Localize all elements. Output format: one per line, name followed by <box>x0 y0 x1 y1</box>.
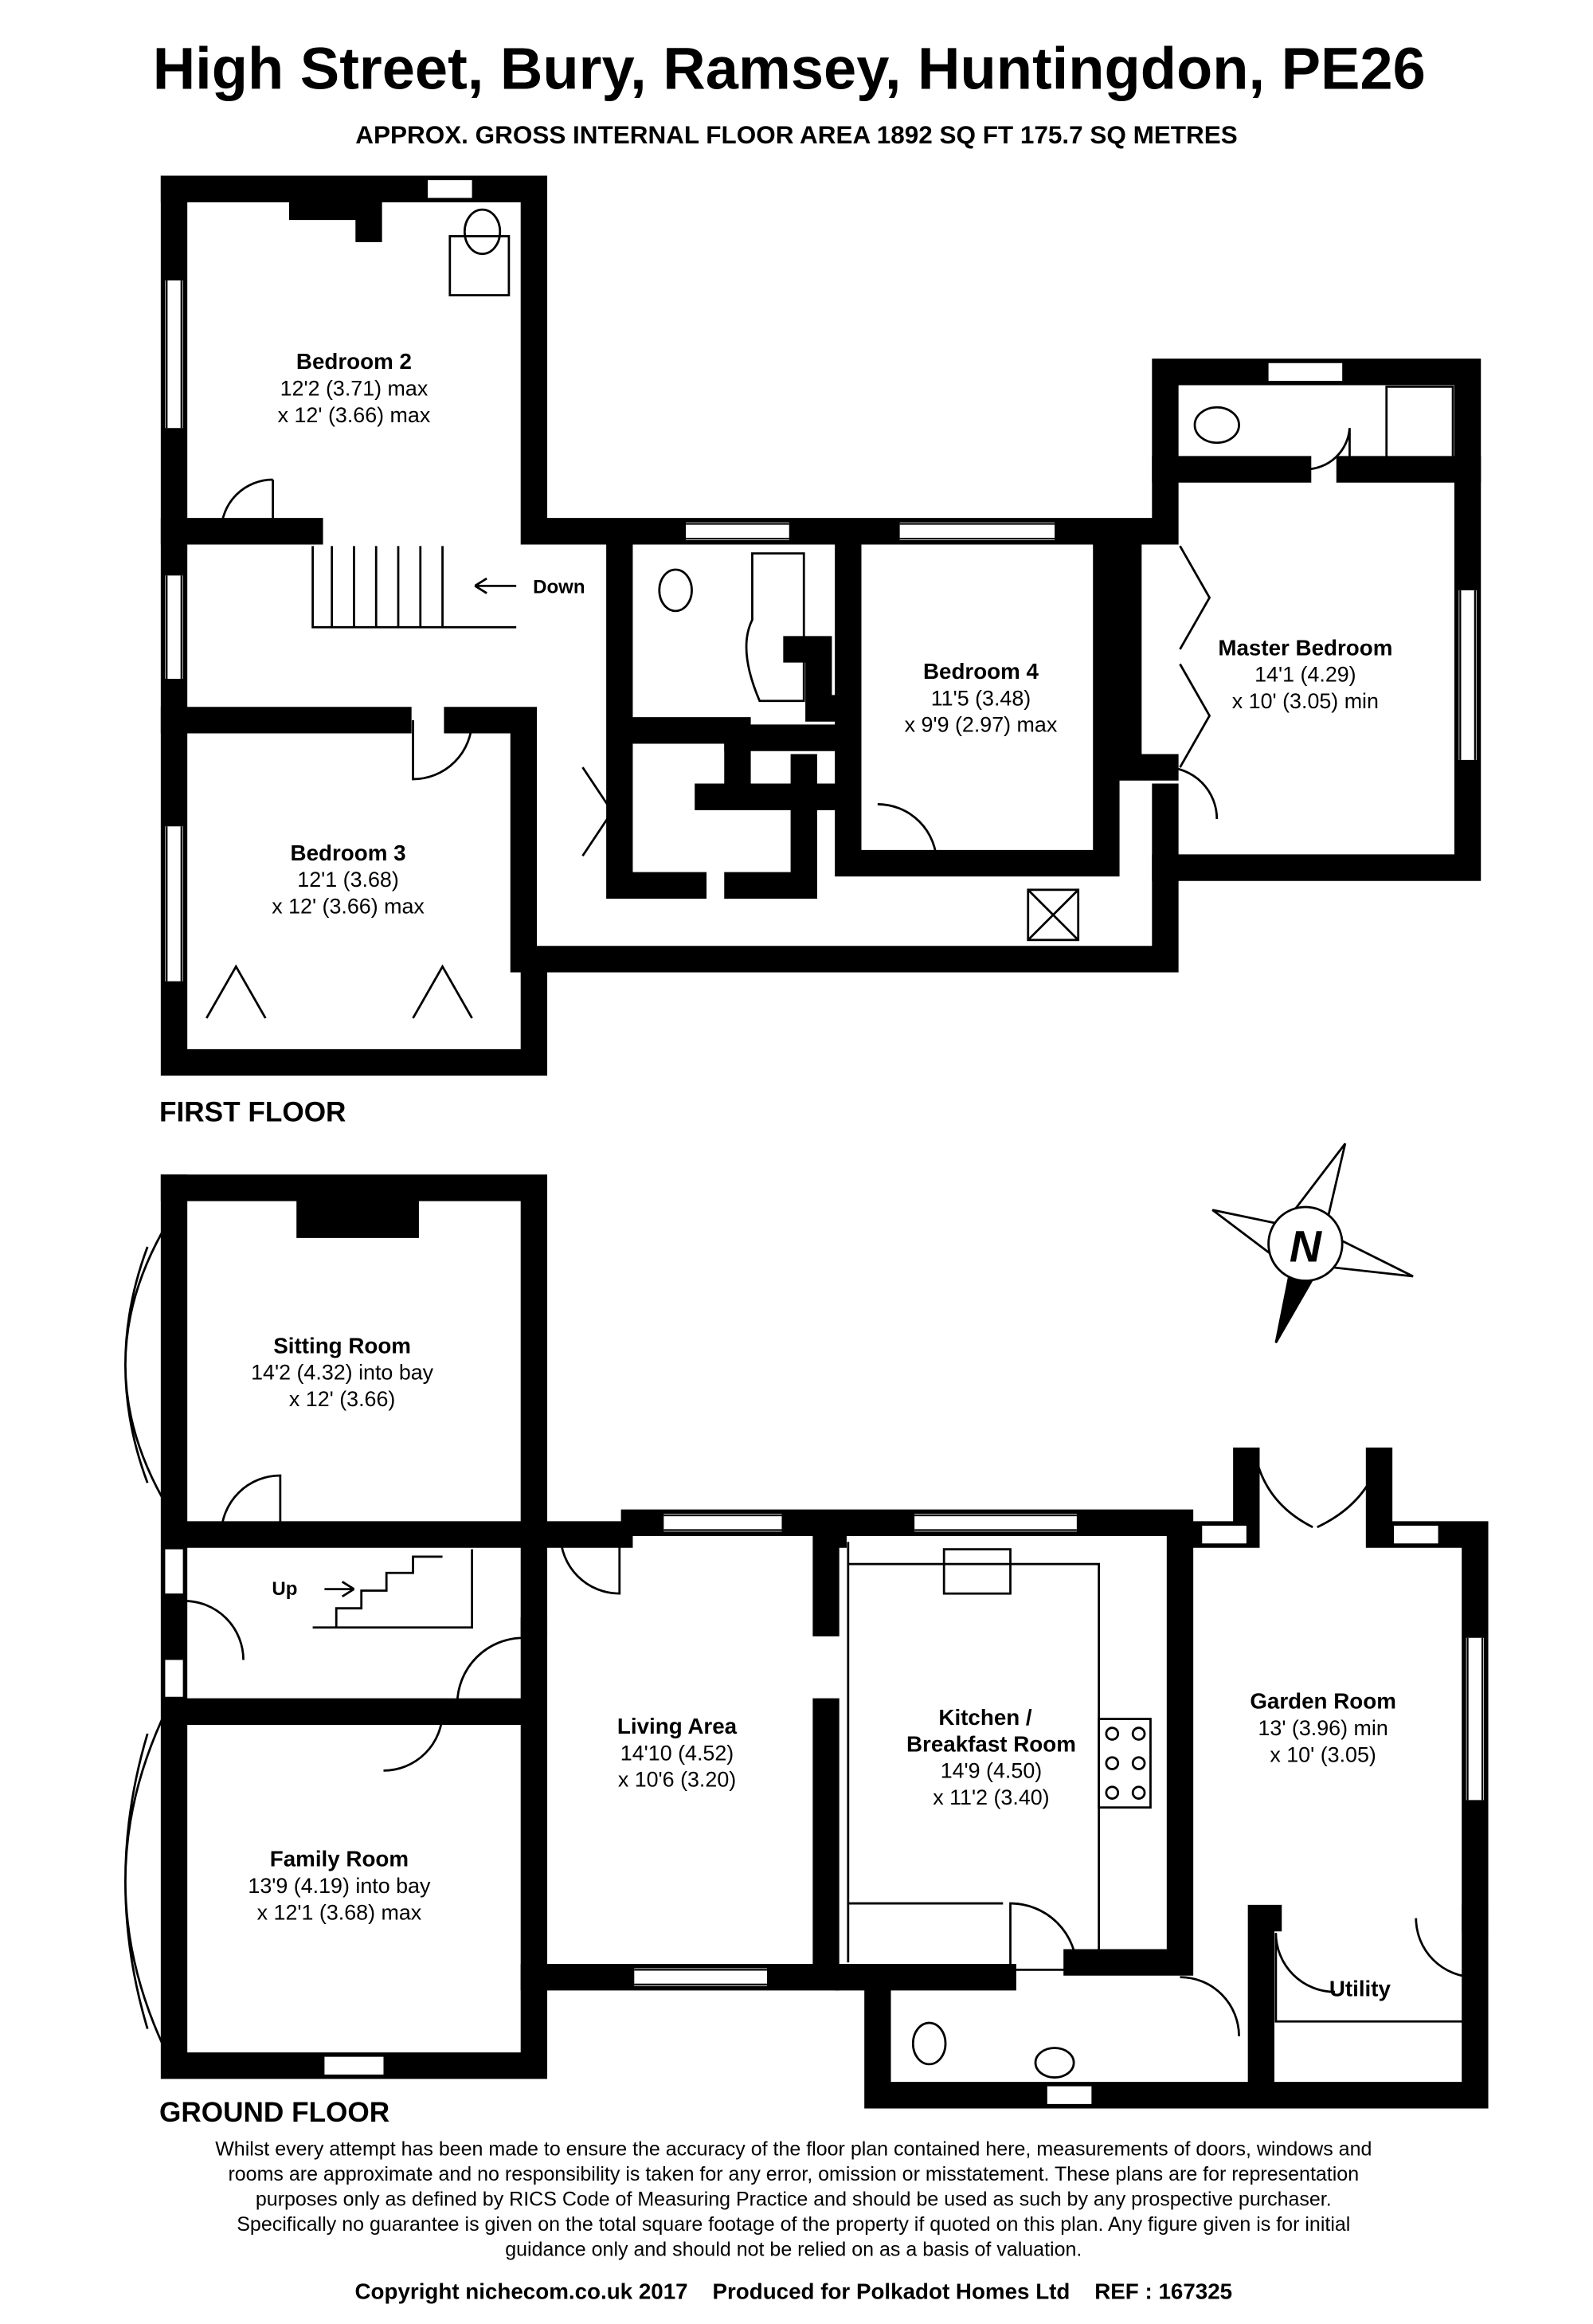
room-dims: 11'5 (3.48) <box>931 686 1031 710</box>
room-dims: x 10' (3.05) <box>1270 1742 1376 1766</box>
room-name-bedroom-4: Bedroom 4 <box>923 659 1039 684</box>
room-dims: 14'9 (4.50) <box>941 1759 1043 1783</box>
first-floor-plan: Bedroom 2 12'2 (3.71) max x 12' (3.66) m… <box>159 175 1481 1128</box>
room-name-utility: Utility <box>1329 1977 1391 2001</box>
stairs-up-label: Up <box>272 1578 297 1600</box>
disclaimer-line: rooms are approximate and no responsibil… <box>228 2163 1359 2185</box>
disclaimer-line: Specifically no guarantee is given on th… <box>237 2213 1350 2236</box>
north-arrow-compass-icon: N <box>1211 1142 1414 1344</box>
room-dims: 14'10 (4.52) <box>620 1741 734 1765</box>
room-dims: x 11'2 (3.40) <box>933 1785 1049 1809</box>
room-name-garden-room: Garden Room <box>1250 1689 1396 1714</box>
first-floor-label: FIRST FLOOR <box>159 1097 346 1128</box>
room-dims: x 9'9 (2.97) max <box>905 713 1058 737</box>
room-dims: 12'2 (3.71) max <box>280 376 429 400</box>
stairs-down-label: Down <box>533 577 585 598</box>
room-name-family-room: Family Room <box>270 1847 409 1871</box>
room-name-bedroom-2: Bedroom 2 <box>296 349 412 374</box>
room-dims: x 12'1 (3.68) max <box>257 1900 422 1924</box>
disclaimer-line: guidance only and should not be relied o… <box>505 2239 1082 2261</box>
room-dims: 13' (3.96) min <box>1258 1716 1388 1740</box>
room-dims: x 12' (3.66) max <box>272 894 425 918</box>
ground-floor-label: GROUND FLOOR <box>159 2097 389 2128</box>
copyright-line: Copyright nichecom.co.uk 2017 Produced f… <box>354 2279 1232 2303</box>
room-name-living-area: Living Area <box>617 1714 738 1738</box>
room-dims: 12'1 (3.68) <box>297 868 399 892</box>
room-name-kitchen: Kitchen / <box>938 1705 1032 1730</box>
room-name-master-bedroom: Master Bedroom <box>1218 635 1392 660</box>
ground-floor-plan: Sitting Room 14'2 (4.32) into bay x 12' … <box>124 1174 1489 2128</box>
room-dims: x 10' (3.05) min <box>1232 689 1379 713</box>
floor-area-subtitle: APPROX. GROSS INTERNAL FLOOR AREA 1892 S… <box>355 121 1237 149</box>
room-dims: 13'9 (4.19) into bay <box>248 1874 431 1898</box>
page-title: High Street, Bury, Ramsey, Huntingdon, P… <box>153 35 1426 101</box>
disclaimer: Whilst every attempt has been made to en… <box>215 2138 1372 2261</box>
room-dims: 14'1 (4.29) <box>1254 663 1356 687</box>
room-name-breakfast-room: Breakfast Room <box>906 1731 1076 1756</box>
room-dims: 14'2 (4.32) into bay <box>251 1361 434 1385</box>
disclaimer-line: purposes only as defined by RICS Code of… <box>256 2189 1332 2211</box>
compass-letter: N <box>1290 1222 1323 1272</box>
room-dims: x 12' (3.66) max <box>278 403 431 427</box>
room-name-bedroom-3: Bedroom 3 <box>291 841 406 865</box>
room-dims: x 12' (3.66) <box>289 1387 395 1411</box>
room-dims: x 10'6 (3.20) <box>618 1768 736 1792</box>
room-name-sitting-room: Sitting Room <box>273 1333 411 1358</box>
disclaimer-line: Whilst every attempt has been made to en… <box>215 2138 1372 2161</box>
